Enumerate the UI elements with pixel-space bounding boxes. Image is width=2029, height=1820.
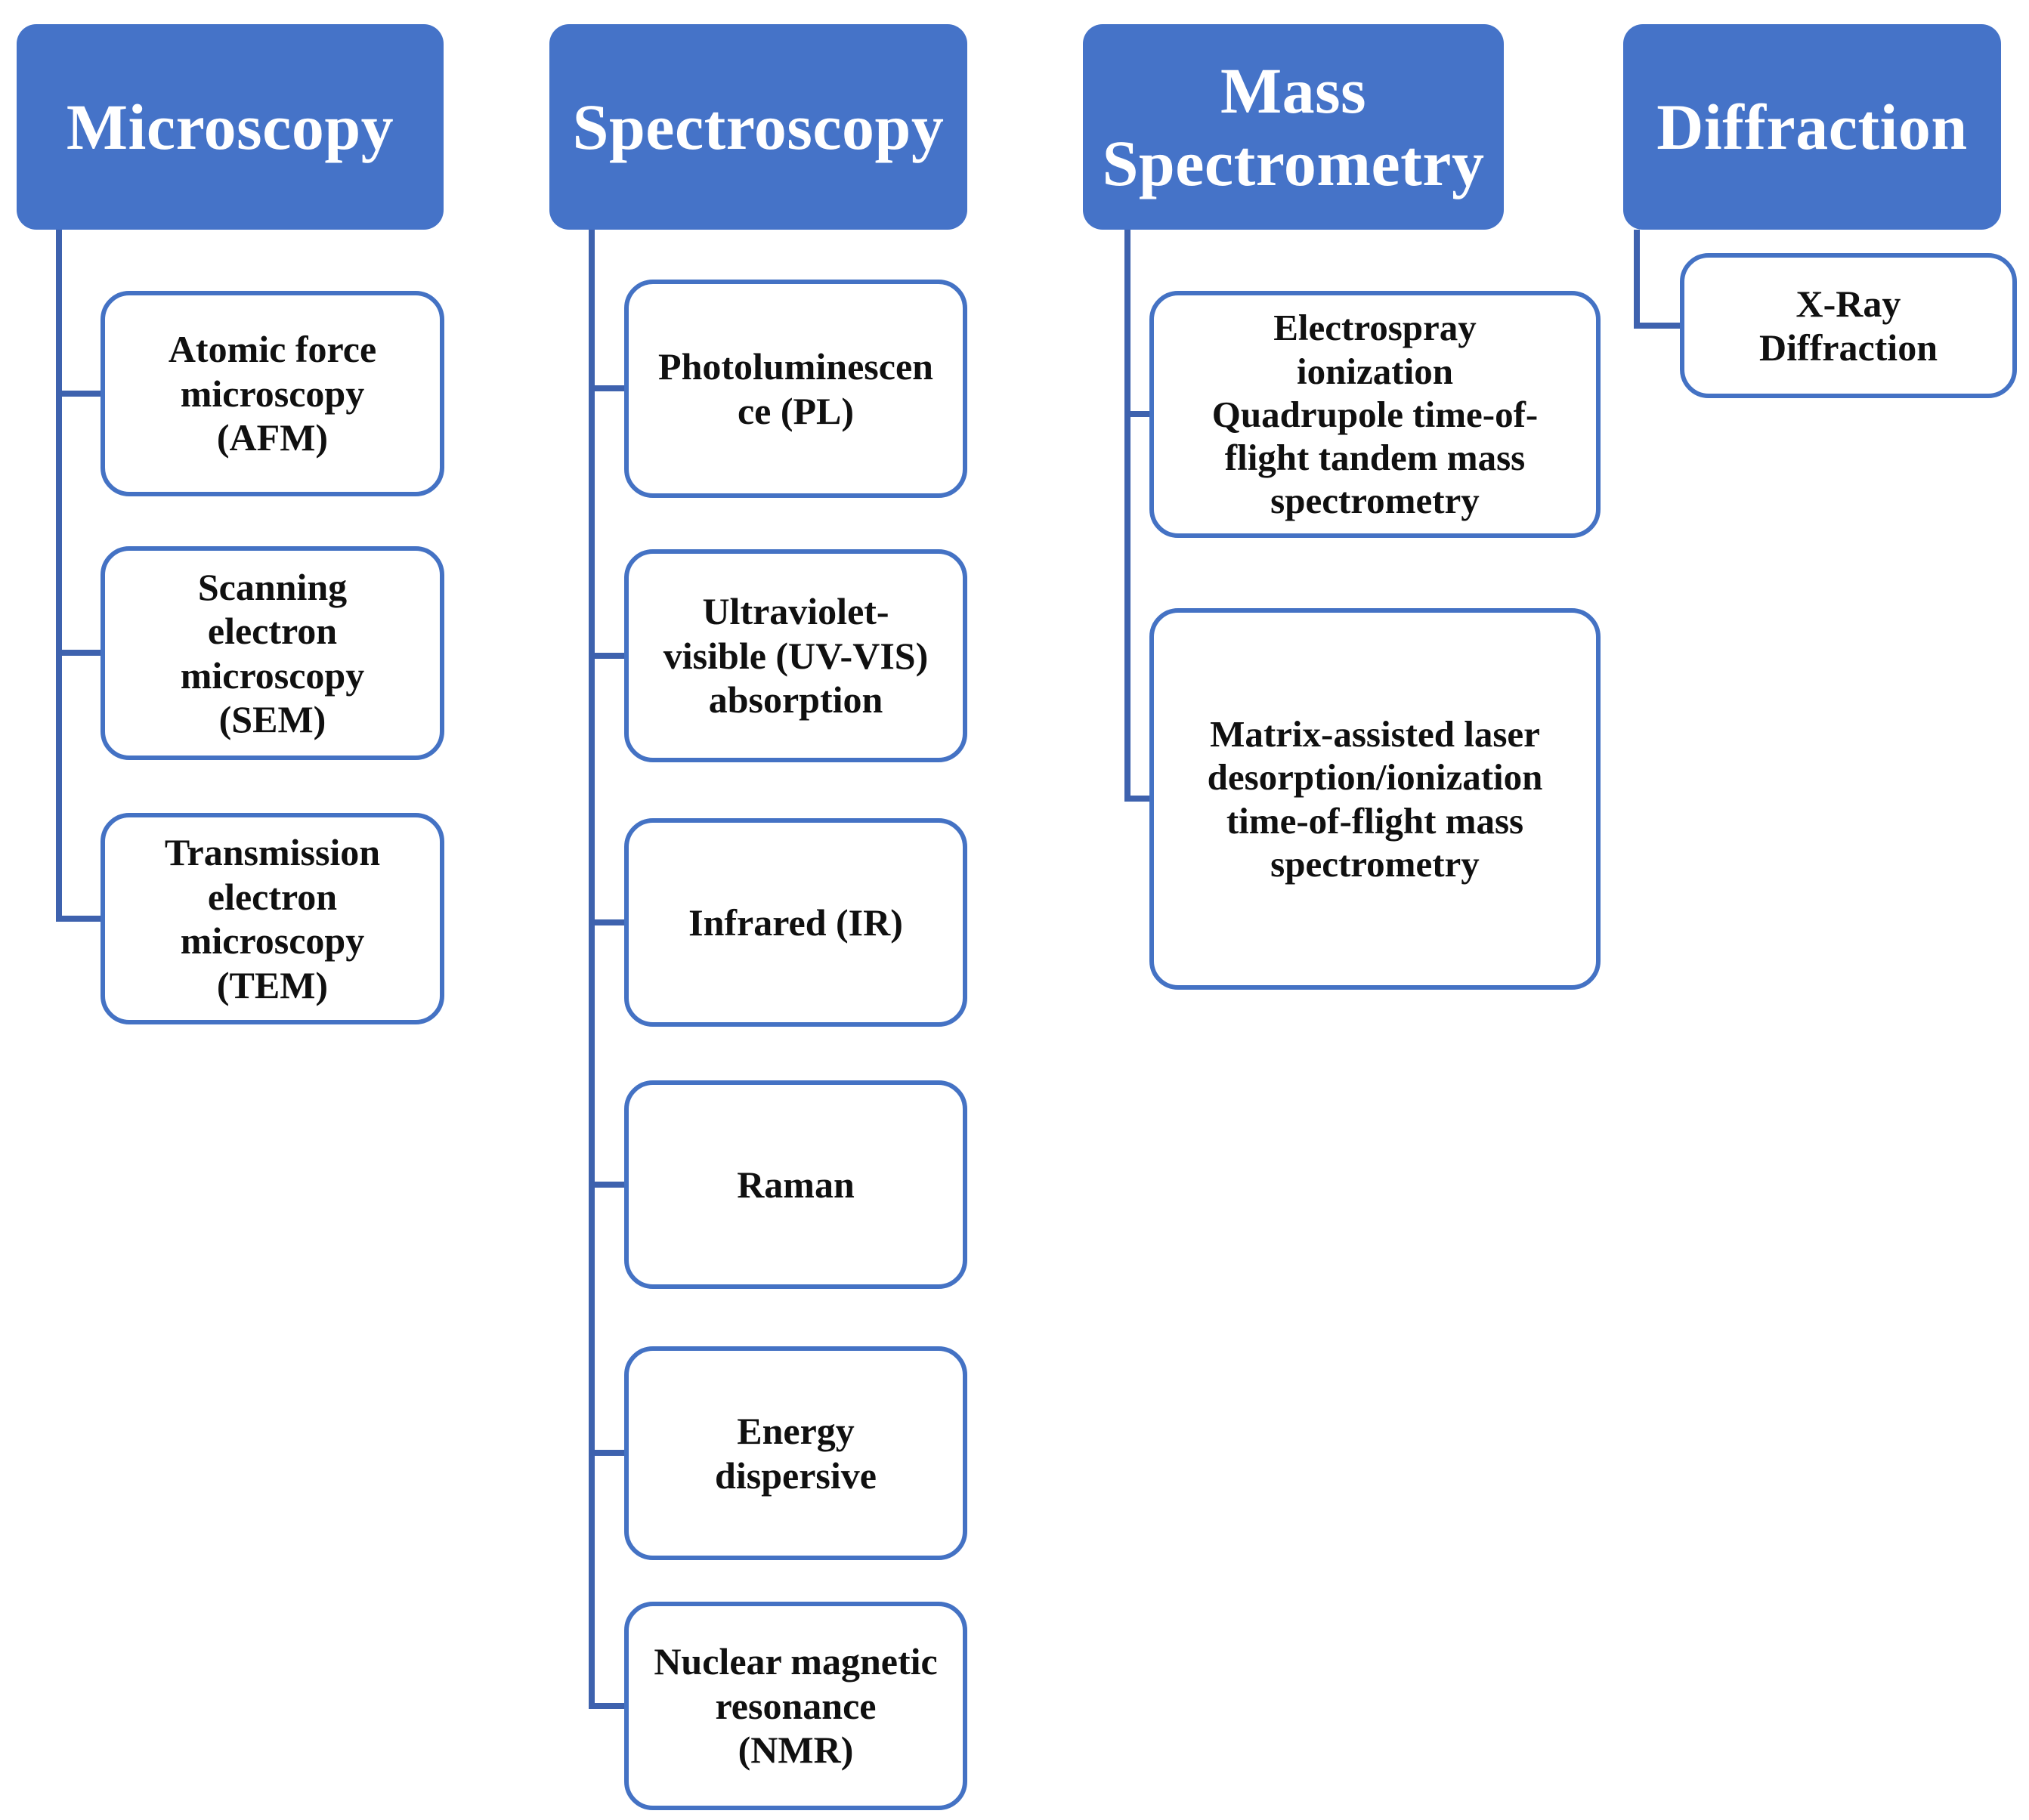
technique-label: Transmission electron microscopy (TEM) <box>164 831 381 1006</box>
technique-box-xray-diffraction: X-Ray Diffraction <box>1680 253 2017 398</box>
category-header-label: Diffraction <box>1656 90 1968 163</box>
technique-box-tem: Transmission electron microscopy (TEM) <box>101 813 444 1024</box>
technique-label: Ultraviolet- visible (UV-VIS) absorption <box>663 590 929 722</box>
connector-branch-afm <box>56 391 106 397</box>
technique-label: Atomic force microscopy (AFM) <box>168 328 377 459</box>
connector-trunk-mass-spectrometry <box>1124 230 1130 802</box>
category-header-label: Mass Spectrometry <box>1102 54 1485 199</box>
connector-trunk-diffraction <box>1634 230 1640 329</box>
technique-label: Energy dispersive <box>715 1410 877 1497</box>
technique-label: Photoluminescen ce (PL) <box>658 345 933 432</box>
connector-trunk-spectroscopy <box>589 230 595 1709</box>
technique-label: Raman <box>737 1163 855 1206</box>
category-header-diffraction: Diffraction <box>1623 24 2001 230</box>
connector-trunk-microscopy <box>56 230 62 922</box>
connector-branch-maldi-tof <box>1124 796 1154 802</box>
technique-box-photoluminescence: Photoluminescen ce (PL) <box>624 280 967 498</box>
connector-branch-uv-vis <box>589 653 629 659</box>
technique-label: Electrospray ionization Quadrupole time-… <box>1211 307 1539 522</box>
technique-label: Nuclear magnetic resonance (NMR) <box>654 1640 938 1772</box>
technique-box-infrared: Infrared (IR) <box>624 818 967 1027</box>
connector-branch-esi-qtof <box>1124 411 1154 417</box>
technique-box-uv-vis-absorption: Ultraviolet- visible (UV-VIS) absorption <box>624 549 967 762</box>
category-header-mass-spectrometry: Mass Spectrometry <box>1083 24 1504 230</box>
technique-box-afm: Atomic force microscopy (AFM) <box>101 291 444 496</box>
technique-box-maldi-tof-ms: Matrix-assisted laser desorption/ionizat… <box>1149 608 1601 990</box>
connector-branch-xrd <box>1634 323 1684 329</box>
connector-branch-nmr <box>589 1703 629 1709</box>
category-header-label: Microscopy <box>66 90 394 163</box>
technique-label: Scanning electron microscopy (SEM) <box>180 565 365 741</box>
technique-box-nmr: Nuclear magnetic resonance (NMR) <box>624 1602 967 1810</box>
category-header-microscopy: Microscopy <box>17 24 444 230</box>
technique-box-esi-qtof-ms: Electrospray ionization Quadrupole time-… <box>1149 291 1601 538</box>
category-header-label: Spectroscopy <box>572 90 945 163</box>
connector-branch-ir <box>589 919 629 925</box>
technique-label: Matrix-assisted laser desorption/ionizat… <box>1207 712 1543 885</box>
connector-branch-raman <box>589 1182 629 1188</box>
connector-branch-tem <box>56 916 106 922</box>
technique-box-energy-dispersive: Energy dispersive <box>624 1346 967 1560</box>
technique-box-sem: Scanning electron microscopy (SEM) <box>101 546 444 760</box>
technique-label: Infrared (IR) <box>688 901 903 944</box>
technique-label: X-Ray Diffraction <box>1758 282 1938 369</box>
category-header-spectroscopy: Spectroscopy <box>549 24 967 230</box>
connector-branch-energy-dispersive <box>589 1450 629 1456</box>
technique-box-raman: Raman <box>624 1080 967 1289</box>
connector-branch-pl <box>589 385 629 391</box>
connector-branch-sem <box>56 650 106 656</box>
